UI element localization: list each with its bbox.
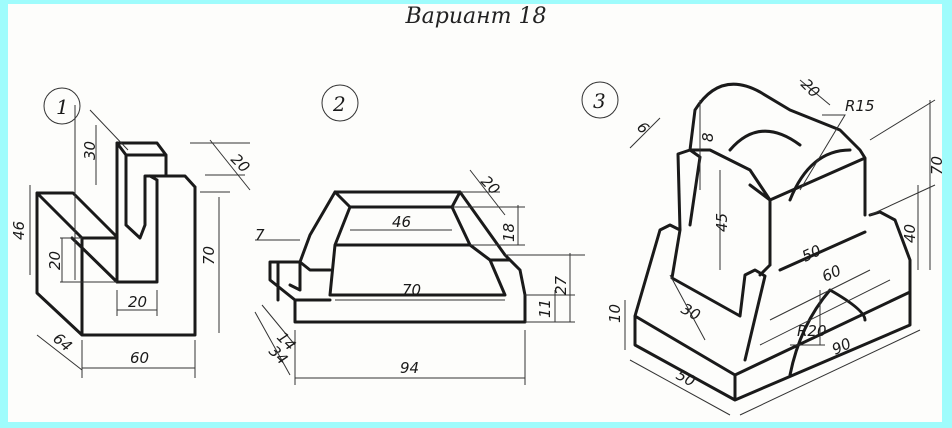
dimension-30: 30 <box>81 141 99 160</box>
figure-number: 3 <box>593 89 606 113</box>
dimension-60: 60 <box>819 261 844 285</box>
dimension-18: 18 <box>500 223 518 242</box>
figure-number-circle <box>581 81 619 119</box>
dimension-20-bottom: 20 <box>128 293 147 311</box>
dimension-50-top: 50 <box>799 241 824 265</box>
figure-2: 2 20 46 18 7 27 70 11 14 34 94 <box>254 84 585 385</box>
dimension-46: 46 <box>10 221 28 240</box>
variant-title: Вариант 18 <box>405 4 547 29</box>
dimension-30: 30 <box>678 300 703 325</box>
figure-number-circle <box>321 84 359 122</box>
dimension-45: 45 <box>713 213 731 232</box>
figure-1-outline <box>35 141 197 337</box>
figure-2-outline <box>268 190 527 324</box>
dimension-20: 20 <box>797 75 823 101</box>
dimension-27: 27 <box>552 275 570 295</box>
dimension-r15: R15 <box>845 97 875 115</box>
figure-1: 1 30 20 46 20 70 20 64 60 <box>10 87 253 378</box>
dimension-90: 90 <box>829 334 854 358</box>
figure-number: 2 <box>332 92 346 116</box>
dimension-r20: R20 <box>797 322 827 340</box>
dimension-7: 7 <box>255 226 265 244</box>
dimension-64: 64 <box>49 329 75 355</box>
dimension-40: 40 <box>901 224 919 243</box>
dimension-20-top: 20 <box>227 150 253 176</box>
figure-number: 1 <box>56 95 69 119</box>
dimension-20-left: 20 <box>46 251 64 270</box>
dimension-46: 46 <box>392 213 411 231</box>
dimension-70: 70 <box>200 246 218 265</box>
dimension-11: 11 <box>536 299 554 318</box>
dimension-20: 20 <box>477 172 503 198</box>
dimension-70: 70 <box>402 281 421 299</box>
dimension-70: 70 <box>928 156 946 175</box>
figure-3: 3 20 R15 6 8 70 45 40 50 60 30 10 R20 90… <box>581 75 946 416</box>
dimension-10: 10 <box>606 304 624 323</box>
dimension-60: 60 <box>130 349 149 367</box>
figure-3-outline <box>633 82 912 402</box>
dimension-94: 94 <box>400 359 419 377</box>
dimension-8: 8 <box>699 132 717 142</box>
figure-number-circle <box>43 87 81 125</box>
